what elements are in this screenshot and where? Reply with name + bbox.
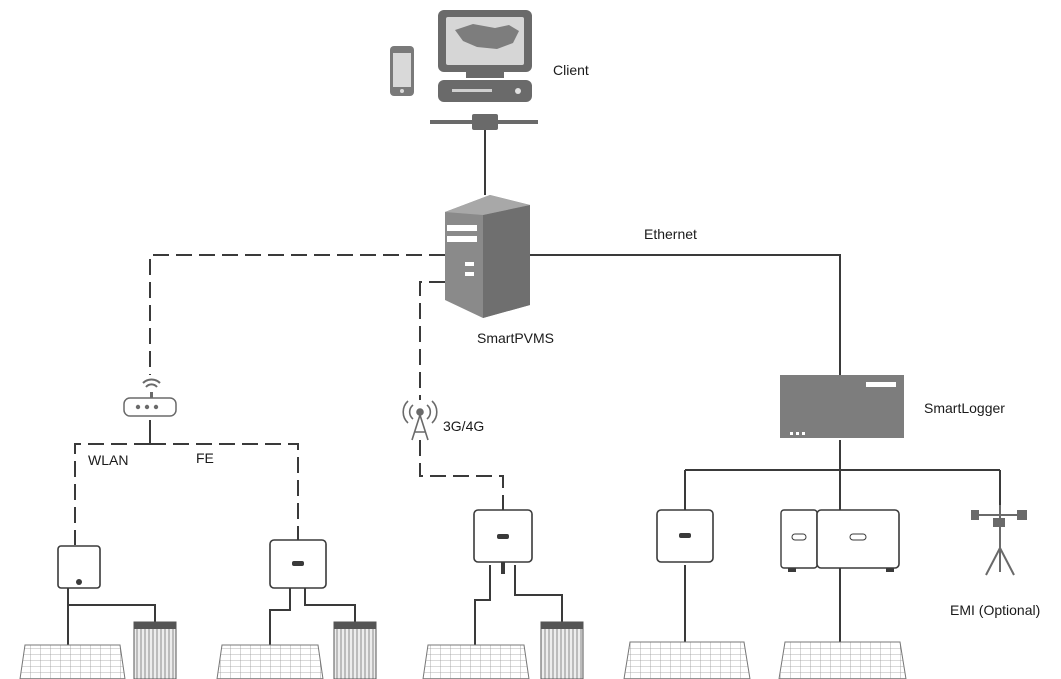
battery-icon — [333, 621, 377, 679]
emi-label: EMI (Optional) — [950, 602, 1041, 618]
client-label: Client — [553, 62, 589, 78]
wifi-router-icon — [123, 378, 177, 417]
smartlogger-label: SmartLogger — [924, 400, 1005, 416]
solar-panel-array-icon — [216, 644, 324, 679]
battery-icon — [540, 621, 584, 679]
cellular-antenna-icon — [402, 400, 438, 441]
smartphone-icon — [390, 46, 414, 96]
ethernet-link — [530, 254, 841, 375]
weather-station-icon — [971, 505, 1027, 576]
desktop-computer-icon — [430, 10, 538, 130]
fe-link — [150, 443, 299, 540]
smartpvms-label: SmartPVMS — [477, 330, 555, 346]
dc-wire-inv1-bat — [68, 604, 156, 622]
solar-panel-array-icon — [623, 641, 751, 679]
connection-lines — [67, 128, 1001, 645]
solar-panel-array-icon — [778, 641, 907, 679]
wlan-link — [74, 443, 150, 545]
solar-panel-array-icon — [422, 644, 530, 679]
wlan-label: WLAN — [88, 452, 129, 468]
dc-wire-inv3-pv — [474, 565, 491, 645]
battery-icon — [133, 621, 177, 679]
inverter-icon — [780, 509, 900, 572]
solar-panel-array-icon — [19, 644, 126, 679]
dc-wire-inv2-bat — [304, 588, 356, 622]
smartlogger-box-icon — [780, 375, 904, 438]
inverter-icon — [57, 545, 101, 589]
server-tower-icon — [445, 195, 530, 318]
wireless-link-router — [149, 254, 445, 375]
inverter-icon — [656, 509, 714, 563]
cellular-label: 3G/4G — [443, 418, 485, 434]
dc-wire-inv2-pv — [269, 588, 291, 645]
inverter-icon — [269, 539, 327, 589]
inverter-icon — [473, 509, 533, 574]
dc-wire-inv3-bat — [514, 565, 563, 622]
ethernet-label: Ethernet — [644, 226, 697, 242]
cellular-link — [419, 281, 445, 400]
cellular-to-inverter — [419, 440, 504, 510]
fe-label: FE — [196, 450, 214, 466]
